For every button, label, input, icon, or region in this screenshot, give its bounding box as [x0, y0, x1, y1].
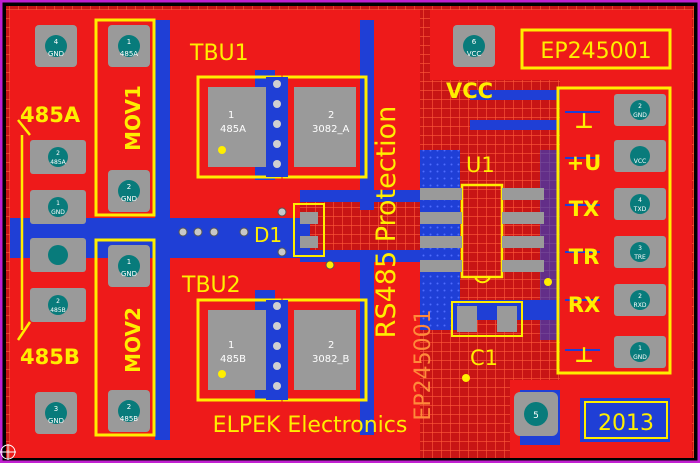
label-485b: 485B — [20, 345, 80, 369]
svg-text:485B: 485B — [220, 354, 246, 365]
svg-text:GND: GND — [121, 270, 137, 278]
svg-text:1: 1 — [638, 345, 642, 352]
svg-text:2: 2 — [328, 110, 334, 121]
svg-text:485B: 485B — [120, 415, 138, 423]
svg-text:1: 1 — [127, 258, 131, 266]
right-connector: ⊥ +U TX TR RX ⊥ 2 GND VCC 4 TXD 3 TRE 2 … — [556, 86, 672, 375]
svg-text:TRE: TRE — [633, 254, 646, 261]
title-box: EP245001 — [520, 28, 672, 70]
svg-text:3082_B: 3082_B — [312, 354, 349, 365]
svg-text:EP245001: EP245001 — [540, 39, 651, 64]
mov1-component: 1 485A 2 GND MOV1 — [94, 18, 156, 217]
svg-text:2: 2 — [56, 298, 60, 305]
pad-side-485a: 2 485A — [30, 140, 86, 174]
pad-left-bottom: 3 GND — [35, 392, 77, 434]
via-row — [178, 207, 335, 270]
pad-left-top: 4 GND — [35, 25, 77, 67]
svg-text:VCC: VCC — [467, 50, 482, 58]
svg-text:3: 3 — [638, 245, 642, 252]
mov1-label: MOV1 — [121, 85, 145, 151]
svg-text:GND: GND — [48, 50, 64, 58]
pin-label-rx: RX — [568, 293, 600, 317]
svg-text:2: 2 — [638, 103, 642, 110]
svg-text:2: 2 — [127, 183, 131, 191]
silk-side-connector — [16, 119, 32, 341]
tbu2-label: TBU2 — [181, 273, 241, 298]
svg-text:485A: 485A — [50, 159, 66, 166]
svg-text:3: 3 — [54, 405, 58, 413]
svg-text:6: 6 — [472, 38, 477, 46]
pin-label-gnd-top: ⊥ — [574, 109, 593, 133]
svg-text:1: 1 — [127, 38, 131, 46]
svg-text:1: 1 — [56, 200, 60, 207]
svg-text:485B: 485B — [50, 307, 66, 314]
svg-text:GND: GND — [121, 195, 137, 203]
svg-text:GND: GND — [48, 417, 64, 425]
svg-text:4: 4 — [638, 197, 642, 204]
mov2-component: 1 GND 2 485B MOV2 — [94, 238, 156, 437]
svg-text:1: 1 — [228, 340, 234, 351]
vertical-id-label: EP245001 — [411, 309, 436, 420]
rs485-protection-label: RS485 Protection — [371, 106, 402, 339]
svg-text:5: 5 — [533, 411, 539, 421]
pin-label-tx: TX — [569, 197, 600, 221]
u1-label: U1 — [466, 153, 495, 177]
svg-text:VCC: VCC — [634, 158, 646, 165]
svg-text:4: 4 — [54, 38, 59, 46]
svg-text:GND: GND — [633, 354, 647, 361]
svg-text:2013: 2013 — [598, 411, 654, 436]
tbu2-component: TBU2 1 485B 2 3082_B — [181, 273, 368, 402]
u1-component: U1 — [420, 153, 552, 286]
svg-text:485A: 485A — [120, 50, 138, 58]
tbu1-component: TBU1 1 485A 2 3082_A — [189, 41, 368, 179]
svg-text:GND: GND — [633, 112, 647, 119]
svg-text:1: 1 — [228, 110, 234, 121]
svg-text:2: 2 — [638, 293, 642, 300]
pin-label-tr: TR — [569, 245, 600, 269]
pad-side-gnd: 1 GND — [30, 190, 86, 224]
isolation-lines — [565, 111, 600, 351]
year-box: 2013 — [584, 401, 668, 439]
c1-component: C1 — [451, 301, 523, 382]
svg-text:2: 2 — [127, 403, 131, 411]
svg-text:2: 2 — [328, 340, 334, 351]
svg-text:TXD: TXD — [633, 206, 647, 213]
pin-label-gnd-bottom: ⊥ — [574, 343, 593, 367]
vcc-pad: 6 VCC — [453, 25, 495, 67]
c1-label: C1 — [470, 346, 498, 370]
svg-text:RXD: RXD — [634, 302, 647, 309]
maker-label: ELPEK Electronics — [213, 413, 408, 438]
svg-text:GND: GND — [51, 209, 65, 216]
mov2-label: MOV2 — [121, 307, 145, 373]
d1-label: D1 — [254, 223, 282, 247]
svg-text:485A: 485A — [220, 124, 246, 135]
tbu1-label: TBU1 — [189, 41, 249, 66]
vcc-label: VCC — [446, 79, 493, 103]
pad-side-extra — [30, 238, 86, 272]
pin-label-plus-u: +U — [567, 151, 602, 175]
svg-text:3082_A: 3082_A — [312, 124, 349, 135]
svg-text:2: 2 — [56, 150, 60, 157]
pad-side-485b: 2 485B — [30, 288, 86, 322]
label-485a: 485A — [20, 103, 81, 127]
mounting-pad: 5 — [514, 392, 558, 436]
connector-pads: 2 GND VCC 4 TXD 3 TRE 2 RXD 1 GND — [614, 94, 666, 368]
fiducial-cross — [0, 444, 16, 460]
d1-component: D1 — [254, 203, 325, 257]
